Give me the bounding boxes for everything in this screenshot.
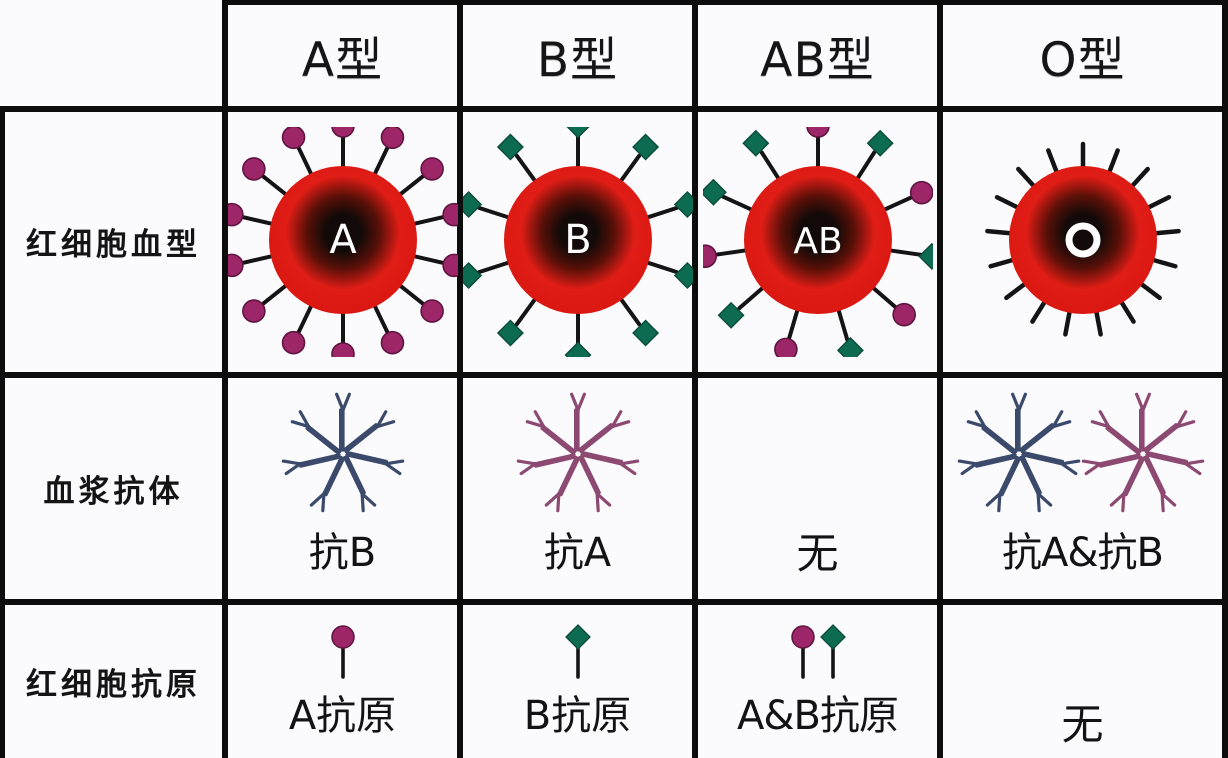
rbc-illustration-b: B <box>462 126 693 357</box>
cell-bloodcell-a: A <box>227 111 458 372</box>
antigen-label-b: B抗原 <box>523 693 632 739</box>
cell-antibody-b: 抗A <box>463 378 692 599</box>
antigen-marker-a <box>243 619 443 681</box>
cell-antibody-a: 抗B <box>228 378 457 599</box>
cell-antibody-ab: 无 <box>698 378 937 599</box>
antigen-marker-ab <box>718 619 918 681</box>
grid-line-col-4 <box>937 0 943 758</box>
grid-line-row-2 <box>0 372 1228 378</box>
antibody-label-ab: 无 <box>796 529 839 578</box>
row-header-red-cell-antigen: 红细胞抗原 <box>5 605 222 758</box>
cell-bloodcell-o <box>943 111 1222 372</box>
svg-text:B: B <box>564 217 591 263</box>
cell-antigen-o: 无 <box>943 605 1222 758</box>
cell-antibody-o: 抗A&抗B <box>943 378 1222 599</box>
column-header-ab: AB型 <box>698 5 937 106</box>
grid-line-col-1 <box>222 0 228 758</box>
cell-bloodcell-b: B <box>462 111 693 372</box>
row-header-plasma-antibody: 血浆抗体 <box>5 378 222 599</box>
column-header-b: B型 <box>463 5 692 106</box>
column-header-o-label: O型 <box>1039 33 1126 88</box>
grid-line-right <box>1222 0 1228 758</box>
grid-line-col-3 <box>692 0 698 758</box>
cell-antigen-b: B抗原 <box>463 605 692 758</box>
cell-antigen-a: A抗原 <box>228 605 457 758</box>
antibody-label-a: 抗B <box>308 530 377 576</box>
row-header-plasma-antibody-label: 血浆抗体 <box>43 474 184 510</box>
column-header-a-label: A型 <box>301 33 384 88</box>
rbc-illustration-a: A <box>227 126 458 357</box>
column-header-b-label: B型 <box>536 33 619 88</box>
row-header-red-cell-antigen-label: 红细胞抗原 <box>26 667 201 703</box>
antibody-label-o: 抗A&抗B <box>1002 530 1164 576</box>
grid-line-left <box>0 110 5 758</box>
row-header-red-cell-blood-type-label: 红细胞血型 <box>26 227 201 263</box>
antigen-label-ab: A&B抗原 <box>737 693 899 739</box>
cell-antigen-ab: A&B抗原 <box>698 605 937 758</box>
column-header-o: O型 <box>943 5 1222 106</box>
rbc-illustration-o <box>968 127 1198 357</box>
column-header-ab-label: AB型 <box>760 33 875 88</box>
rbc-illustration-ab: AB <box>702 126 933 357</box>
antigen-label-a: A抗原 <box>288 693 397 739</box>
antibody-cluster-anti-b <box>228 388 458 518</box>
grid-line-top <box>222 0 1228 5</box>
antigen-label-o: 无 <box>1061 700 1104 749</box>
grid-line-row-1 <box>0 106 1228 112</box>
antibody-cluster-anti-a-and-anti-b <box>947 388 1219 518</box>
antibody-label-b: 抗A <box>543 530 612 576</box>
antibody-cluster-anti-a <box>463 388 693 518</box>
svg-text:A: A <box>329 217 357 263</box>
svg-text:AB: AB <box>793 221 842 262</box>
row-header-red-cell-blood-type: 红细胞血型 <box>5 111 222 372</box>
grid-line-col-2 <box>457 0 463 758</box>
column-header-a: A型 <box>228 5 457 106</box>
antigen-marker-b <box>478 619 678 681</box>
cell-bloodcell-ab: AB <box>698 111 937 372</box>
grid-line-row-3 <box>0 599 1228 605</box>
